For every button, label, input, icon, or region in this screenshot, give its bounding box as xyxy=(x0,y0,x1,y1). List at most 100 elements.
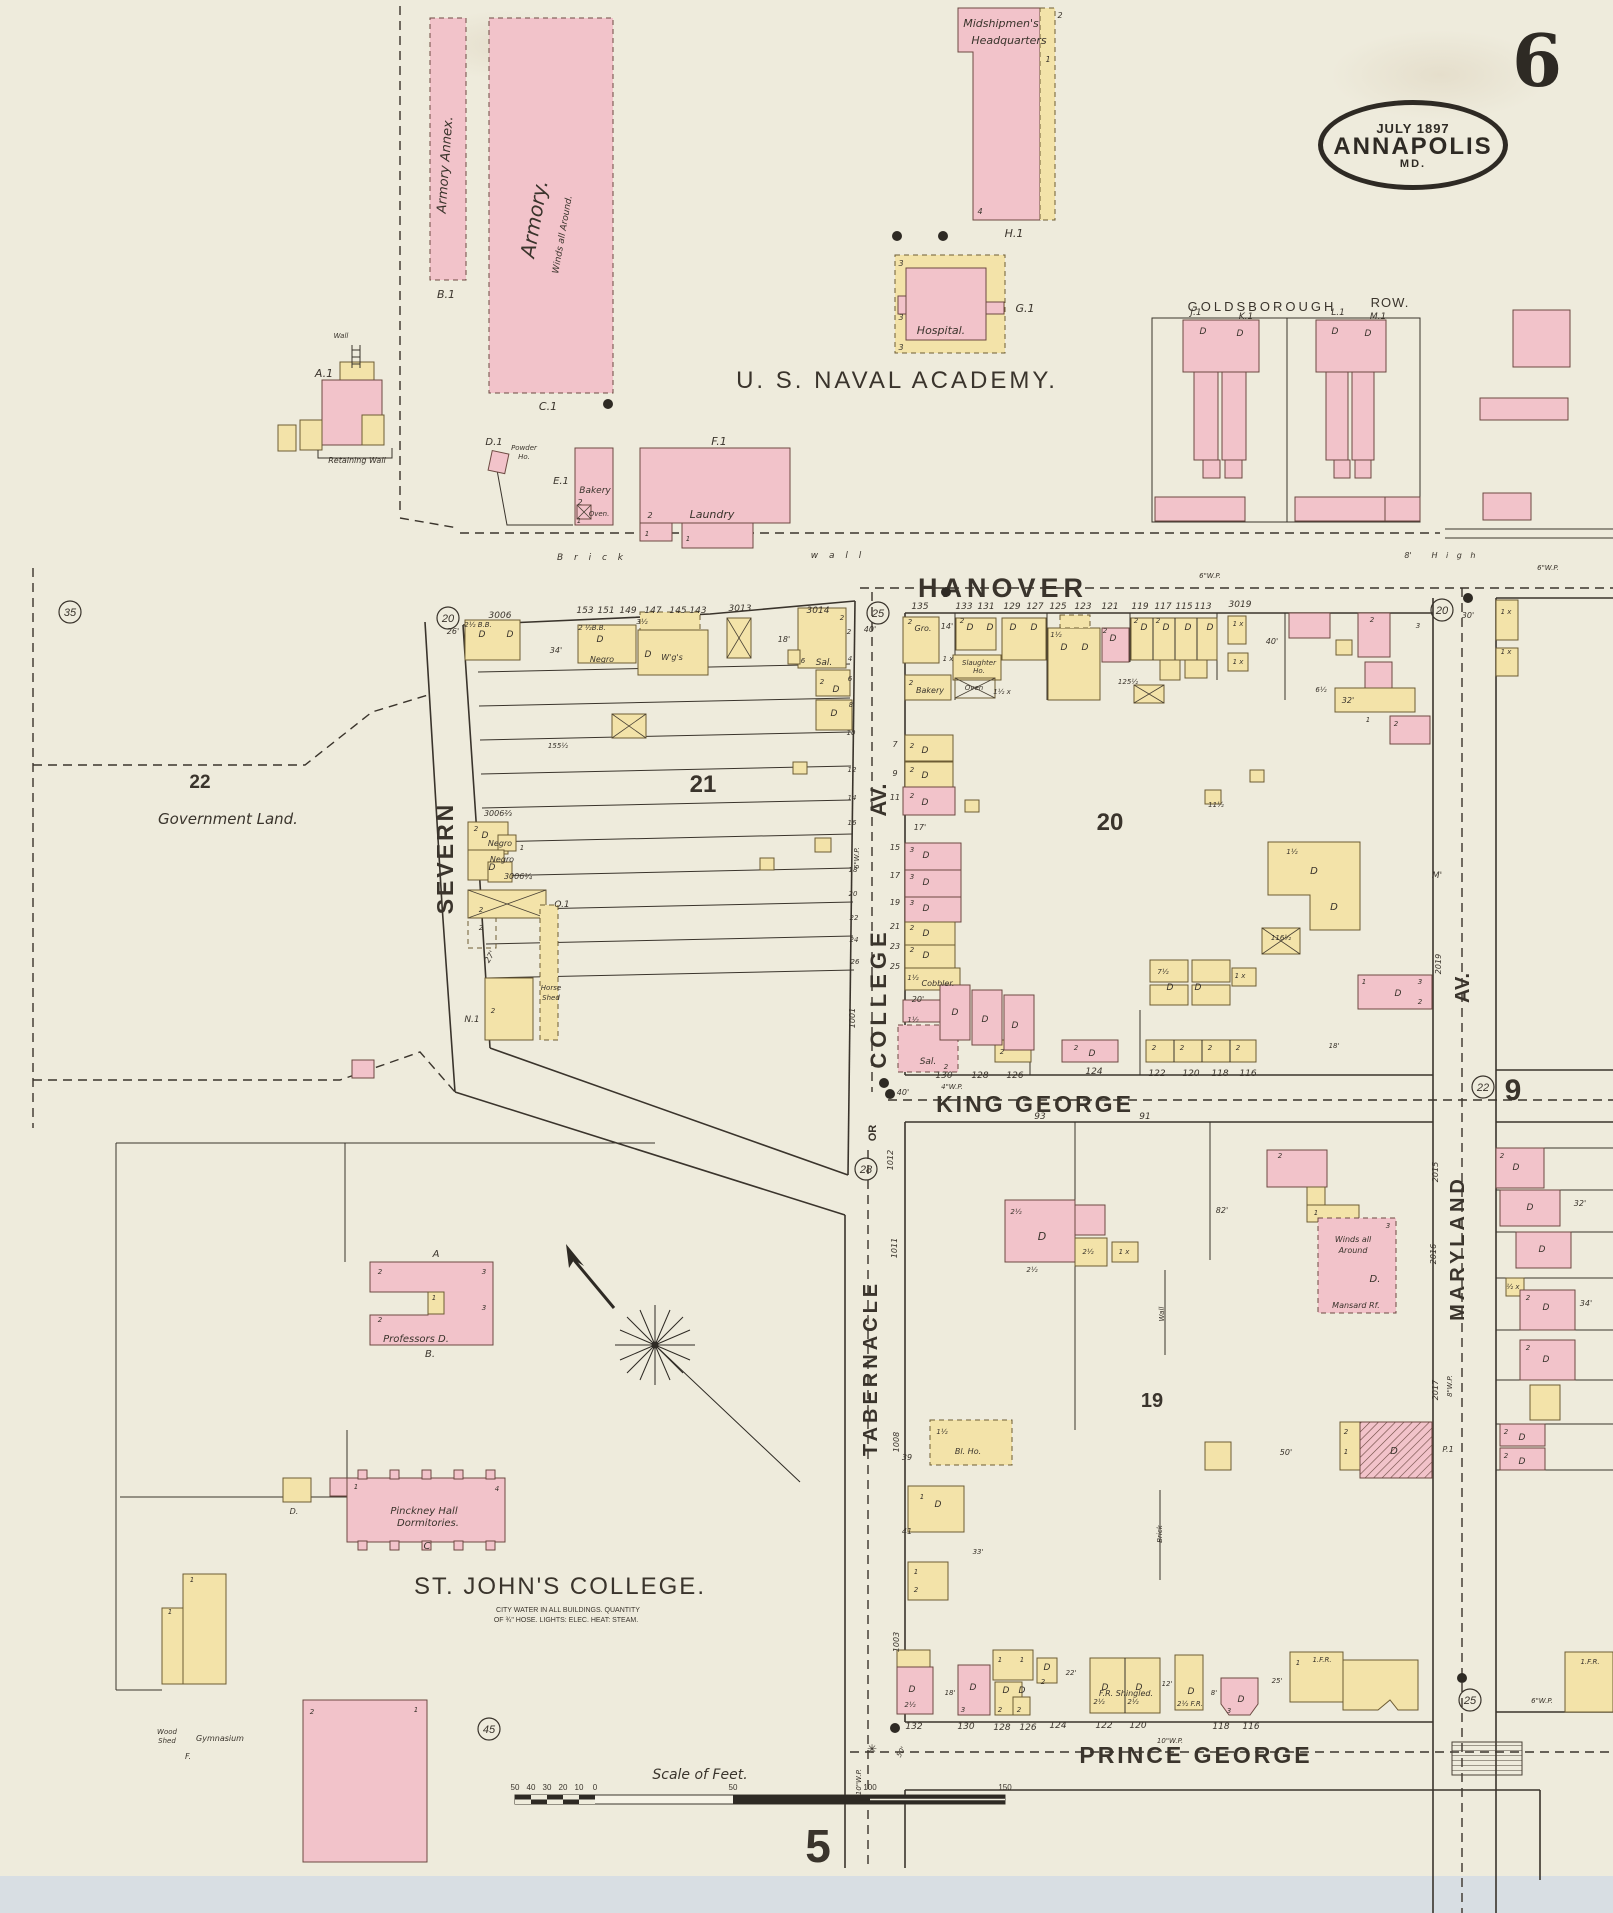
svg-text:19: 19 xyxy=(890,898,900,907)
svg-text:D: D xyxy=(1395,989,1402,999)
svg-text:23: 23 xyxy=(890,942,900,951)
svg-text:3013: 3013 xyxy=(729,604,752,614)
svg-text:w a l l: w a l l xyxy=(811,551,865,561)
svg-text:3006⅔: 3006⅔ xyxy=(484,809,512,818)
svg-text:3014: 3014 xyxy=(807,606,830,616)
svg-text:Winds all: Winds all xyxy=(1335,1235,1372,1244)
hospital-building xyxy=(897,267,1005,341)
svg-text:30: 30 xyxy=(543,1783,552,1792)
svg-text:N.1: N.1 xyxy=(464,1015,479,1025)
svg-text:20: 20 xyxy=(1435,605,1449,617)
wood-shed-building xyxy=(161,1607,184,1685)
svg-text:1: 1 xyxy=(998,1656,1002,1664)
svg-text:26': 26' xyxy=(447,627,459,636)
block-19-buildings xyxy=(896,1149,1433,1716)
svg-text:15: 15 xyxy=(890,843,900,852)
svg-text:2: 2 xyxy=(1418,998,1423,1006)
svg-text:H.1: H.1 xyxy=(1005,227,1024,240)
large-college-building xyxy=(302,1699,428,1863)
svg-text:3: 3 xyxy=(482,1268,486,1276)
svg-text:2: 2 xyxy=(310,1708,315,1716)
svg-text:D: D xyxy=(1332,327,1339,337)
svg-text:D: D xyxy=(1519,1433,1526,1443)
svg-text:D: D xyxy=(967,623,974,633)
svg-text:22: 22 xyxy=(1476,1082,1489,1094)
svg-text:12': 12' xyxy=(1162,1680,1173,1688)
svg-text:21: 21 xyxy=(890,922,900,931)
svg-text:120: 120 xyxy=(1182,1069,1199,1079)
svg-text:D: D xyxy=(1167,983,1174,993)
svg-text:Gymnasium: Gymnasium xyxy=(196,1734,244,1743)
svg-text:14: 14 xyxy=(848,794,857,802)
svg-text:2½ B.B.: 2½ B.B. xyxy=(464,621,492,629)
svg-text:Horse: Horse xyxy=(541,984,561,992)
svg-text:H i g h: H i g h xyxy=(1431,551,1478,560)
svg-text:12: 12 xyxy=(848,766,857,774)
svg-text:D: D xyxy=(597,635,604,645)
svg-text:132: 132 xyxy=(905,1722,922,1732)
svg-text:11½: 11½ xyxy=(1208,801,1224,809)
svg-text:GOLDSBOROUGH: GOLDSBOROUGH xyxy=(1188,299,1337,314)
powder-house-building xyxy=(487,449,510,475)
svg-text:40': 40' xyxy=(1266,637,1278,646)
svg-text:25: 25 xyxy=(1463,1695,1477,1707)
svg-text:D: D xyxy=(1543,1303,1550,1313)
svg-text:2½: 2½ xyxy=(1026,1266,1037,1274)
svg-text:D: D xyxy=(922,771,929,781)
svg-text:AV.: AV. xyxy=(1452,973,1474,1003)
bakery-building xyxy=(574,447,614,526)
svg-text:2: 2 xyxy=(820,678,825,686)
svg-text:C.1: C.1 xyxy=(539,400,557,413)
svg-text:Bakery: Bakery xyxy=(579,486,611,496)
svg-text:128: 128 xyxy=(993,1723,1010,1733)
svg-text:Negro: Negro xyxy=(488,839,512,848)
svg-text:7: 7 xyxy=(892,740,898,749)
svg-text:122: 122 xyxy=(1148,1069,1165,1079)
svg-text:41: 41 xyxy=(902,1527,912,1536)
svg-text:10: 10 xyxy=(847,729,856,737)
svg-text:3006: 3006 xyxy=(489,611,512,621)
svg-text:9: 9 xyxy=(1505,1074,1522,1107)
svg-text:10: 10 xyxy=(575,1783,584,1792)
svg-text:2: 2 xyxy=(1152,1044,1157,1052)
svg-text:2: 2 xyxy=(1236,1044,1241,1052)
svg-text:D: D xyxy=(923,904,930,914)
svg-text:D: D xyxy=(1539,1245,1546,1255)
svg-text:150: 150 xyxy=(998,1783,1012,1792)
svg-text:1: 1 xyxy=(1296,1659,1300,1667)
svg-text:6"W.P.: 6"W.P. xyxy=(1199,572,1221,580)
svg-text:D: D xyxy=(1102,1683,1109,1693)
svg-text:2: 2 xyxy=(1103,627,1108,635)
svg-text:40': 40' xyxy=(897,1088,909,1097)
svg-text:2: 2 xyxy=(910,946,915,954)
svg-text:2: 2 xyxy=(944,1063,949,1071)
svg-text:D: D xyxy=(482,831,489,841)
svg-text:1 x: 1 x xyxy=(1501,648,1513,656)
svg-text:D: D xyxy=(1238,1695,1245,1705)
svg-text:116½: 116½ xyxy=(1271,934,1291,942)
naval-academy-buildings xyxy=(277,7,1571,549)
svg-text:34': 34' xyxy=(550,646,562,655)
svg-text:113: 113 xyxy=(1194,602,1211,612)
svg-text:2: 2 xyxy=(910,766,915,774)
svg-text:K.1: K.1 xyxy=(1239,312,1254,322)
svg-text:D: D xyxy=(1390,1446,1398,1457)
svg-text:3: 3 xyxy=(1416,622,1420,630)
svg-text:30': 30' xyxy=(1462,611,1474,620)
svg-text:2: 2 xyxy=(914,1586,919,1594)
svg-text:2: 2 xyxy=(1344,1428,1349,1436)
svg-text:1: 1 xyxy=(920,1493,924,1501)
svg-text:17': 17' xyxy=(914,823,926,832)
svg-text:1½: 1½ xyxy=(907,974,918,982)
svg-text:P.1: P.1 xyxy=(1442,1445,1453,1454)
svg-text:3: 3 xyxy=(910,899,914,907)
svg-text:116: 116 xyxy=(1239,1069,1256,1079)
svg-text:2015: 2015 xyxy=(1431,1162,1440,1182)
svg-text:J.1: J.1 xyxy=(1188,308,1201,318)
svg-text:16: 16 xyxy=(848,819,857,827)
svg-text:Bakery: Bakery xyxy=(916,686,944,695)
compass-rose xyxy=(566,1244,801,1483)
svg-text:120: 120 xyxy=(1129,1721,1146,1731)
block-9-buildings xyxy=(1451,599,1613,1776)
street-crossing-hatch xyxy=(1451,1741,1523,1776)
